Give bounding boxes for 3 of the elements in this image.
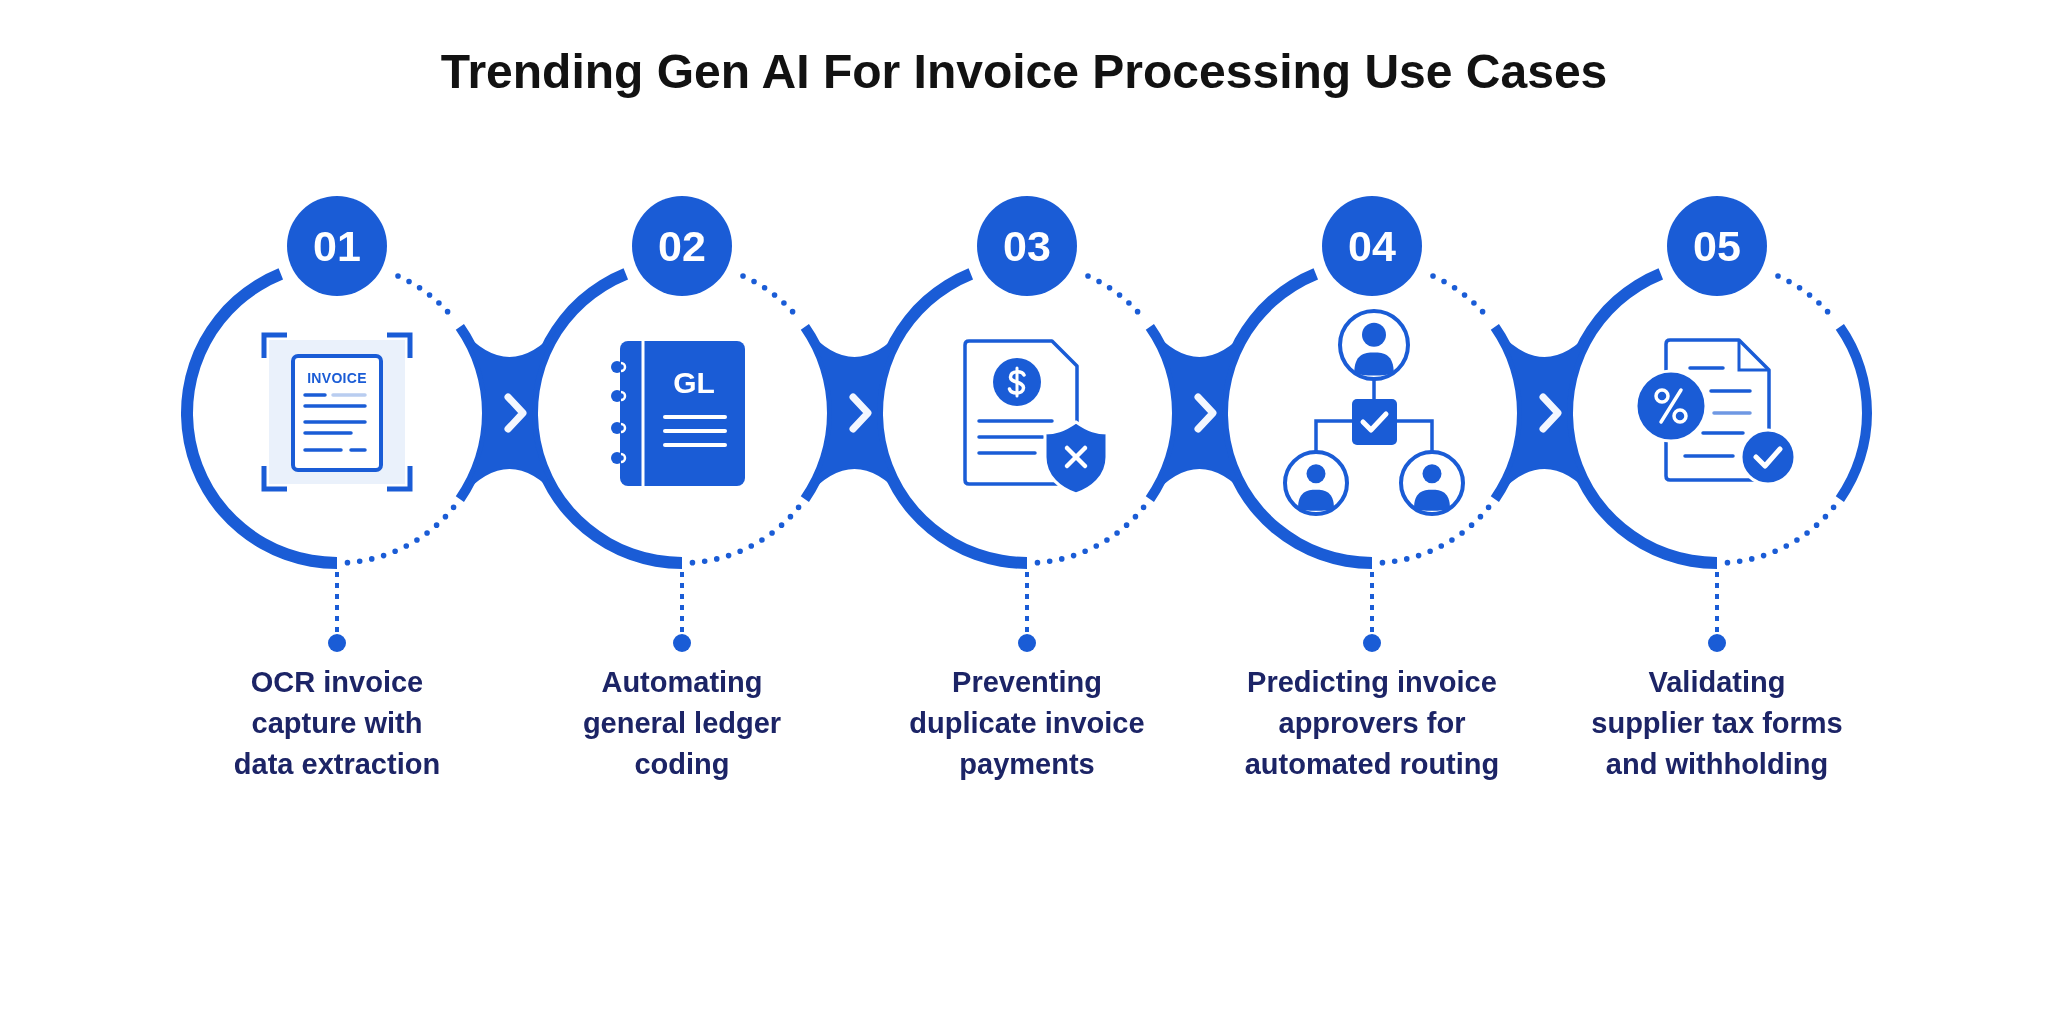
icon-label: GL [673,368,715,398]
diagram-title: Trending Gen AI For Invoice Processing Use Cases [440,44,1608,100]
icon-label: INVOICE [307,371,367,385]
